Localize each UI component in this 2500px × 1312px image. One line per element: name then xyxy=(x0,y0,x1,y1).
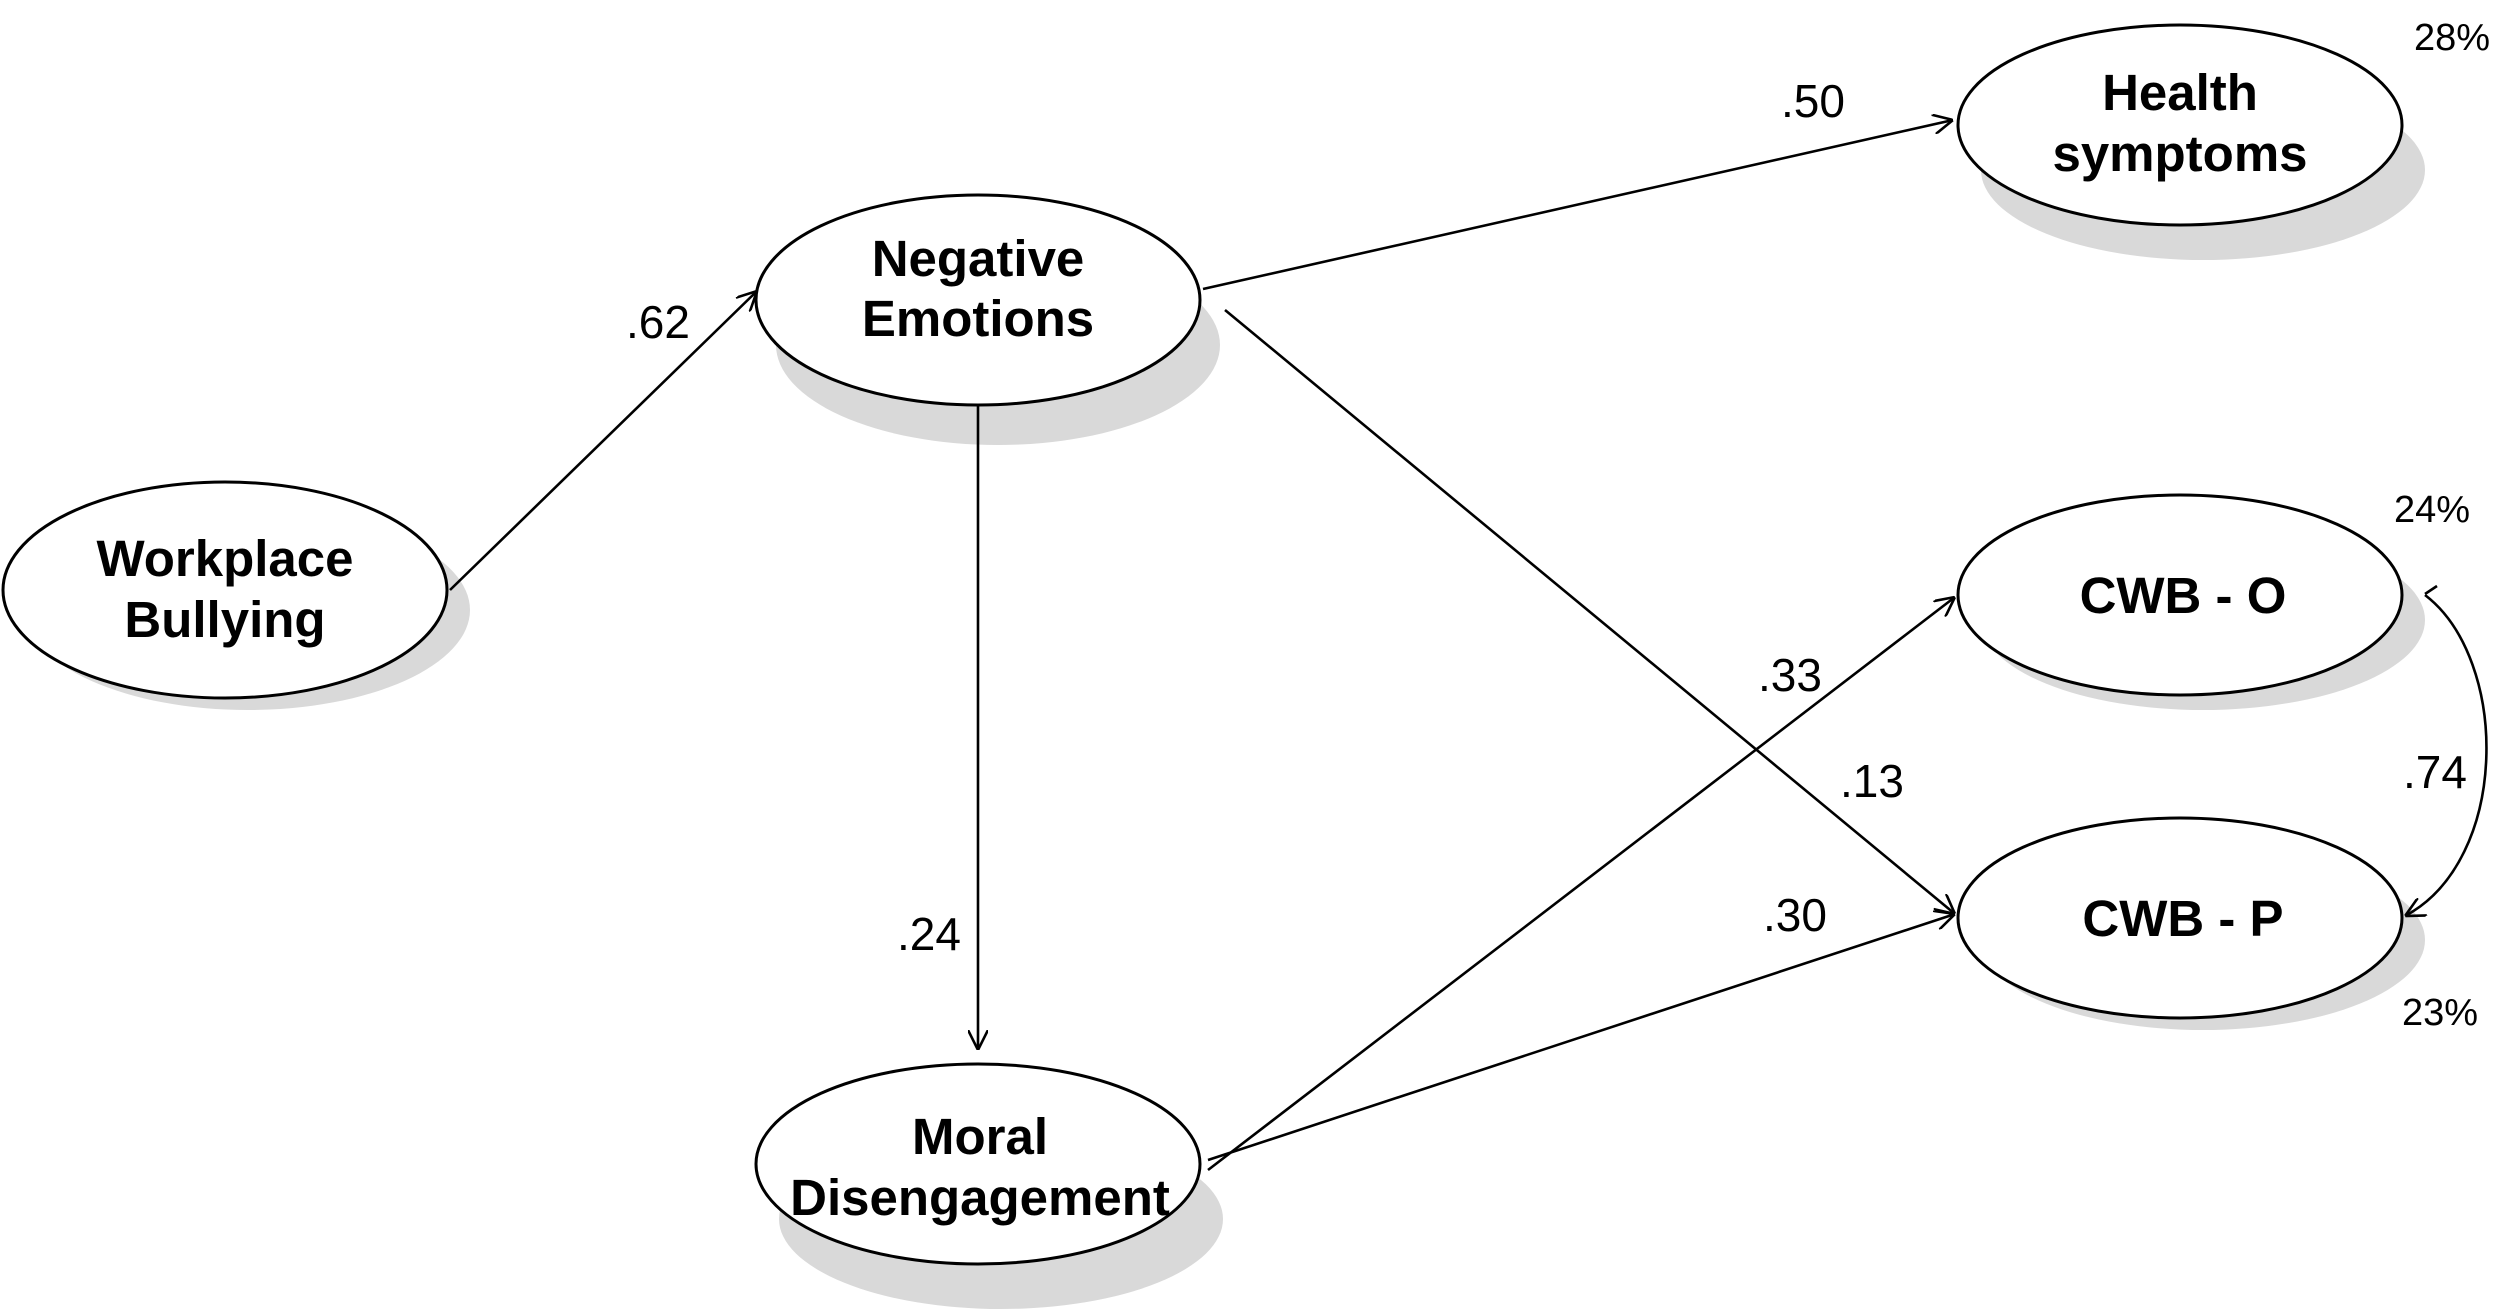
node-label: Health xyxy=(2102,64,2258,121)
variance-cwb-p: 23% xyxy=(2402,992,2478,1034)
path-bullying-to-emotions xyxy=(449,291,757,591)
path-moral-to-cwb-p xyxy=(1207,914,1955,1162)
node-label: Bullying xyxy=(124,591,325,648)
paths xyxy=(449,120,2488,1172)
node-label: Disengagement xyxy=(790,1169,1170,1226)
coef-moral-to-cwb-o: .33 xyxy=(1758,649,1822,701)
node-workplace-bullying: Workplace Bullying xyxy=(1,480,449,700)
node-label: Moral xyxy=(912,1108,1048,1165)
path-cwb-o-with-cwb-p xyxy=(2405,593,2488,916)
node-label: CWB - P xyxy=(2082,890,2283,947)
node-shadows xyxy=(26,80,2425,1309)
variance-cwb-o: 24% xyxy=(2394,489,2470,531)
node-moral-disengagement: Moral Disengagement xyxy=(754,1062,1202,1266)
node-label: Negative xyxy=(872,230,1085,287)
path-moral-to-cwb-o xyxy=(1207,597,1955,1172)
node-cwb-o: CWB - O xyxy=(1956,493,2404,697)
coef-emotions-to-moral: .24 xyxy=(897,908,961,960)
coef-bullying-to-emotions: .62 xyxy=(626,296,690,348)
node-health-symptoms: Health symptoms xyxy=(1956,23,2404,227)
path-cwb-o-with-cwb-p-start-tick xyxy=(2424,584,2438,596)
variance-health-symptoms: 28% xyxy=(2414,17,2490,59)
path-emotions-to-health xyxy=(1202,120,1953,291)
coef-emotions-to-cwb-p: .13 xyxy=(1840,755,1904,807)
variance-labels: 28% 24% 23% xyxy=(2394,17,2490,1034)
path-coefficients: .62 .50 .24 .33 .13 .30 .74 xyxy=(626,75,2467,960)
coef-moral-to-cwb-p: .30 xyxy=(1763,889,1827,941)
node-cwb-p: CWB - P xyxy=(1956,816,2404,1020)
node-label: Workplace xyxy=(97,530,354,587)
coef-emotions-to-health: .50 xyxy=(1781,75,1845,127)
node-label: CWB - O xyxy=(2080,567,2287,624)
node-label: symptoms xyxy=(2052,125,2307,182)
node-label: Emotions xyxy=(862,290,1094,347)
node-negative-emotions: Negative Emotions xyxy=(754,193,1202,407)
path-emotions-to-cwb-p xyxy=(1224,308,1955,914)
coef-cwb-o-with-cwb-p: .74 xyxy=(2403,746,2467,798)
